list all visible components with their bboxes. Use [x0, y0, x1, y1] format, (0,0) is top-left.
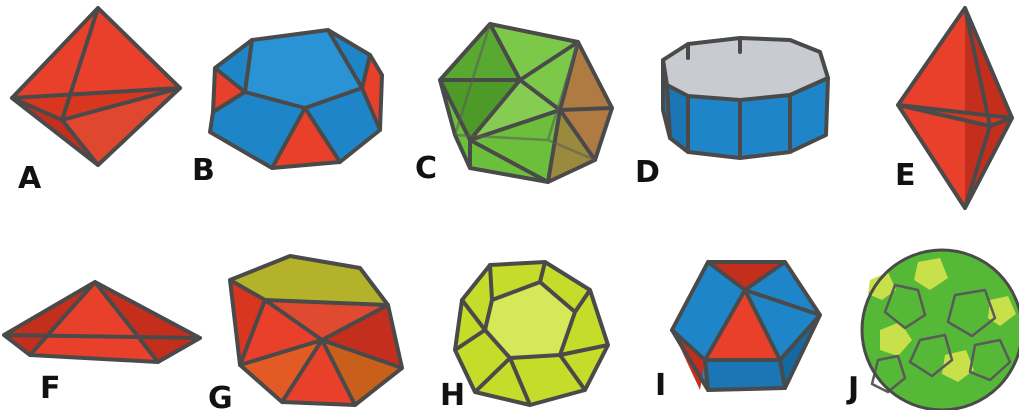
polyhedron-c-icosahedron-icon — [438, 22, 614, 184]
label-f: F — [40, 371, 61, 406]
polyhedron-j-truncated-icosahedron-icon — [860, 248, 1019, 410]
polyhedron-a-octahedron-icon — [10, 6, 182, 167]
polyhedron-g-pentagonal-antiprism-icon — [228, 254, 404, 407]
label-b: B — [192, 153, 215, 188]
polyhedron-d-octagonal-prism-icon — [661, 36, 830, 160]
label-j: J — [846, 371, 859, 406]
label-e: E — [895, 158, 916, 193]
polyhedron-i-cuboctahedron-icon — [670, 260, 822, 392]
label-g: G — [208, 381, 233, 410]
label-i: I — [655, 368, 666, 403]
polyhedron-e-triangular-bipyramid-icon — [896, 6, 1014, 210]
label-a: A — [18, 161, 42, 196]
polyhedron-h-dodecahedron-icon — [453, 260, 610, 407]
label-d: D — [635, 155, 660, 190]
polyhedron-b-square-cupola-icon — [208, 28, 384, 170]
label-c: C — [415, 151, 437, 186]
label-h: H — [440, 378, 465, 410]
polyhedron-f-pentagonal-pyramid-icon — [2, 280, 202, 364]
